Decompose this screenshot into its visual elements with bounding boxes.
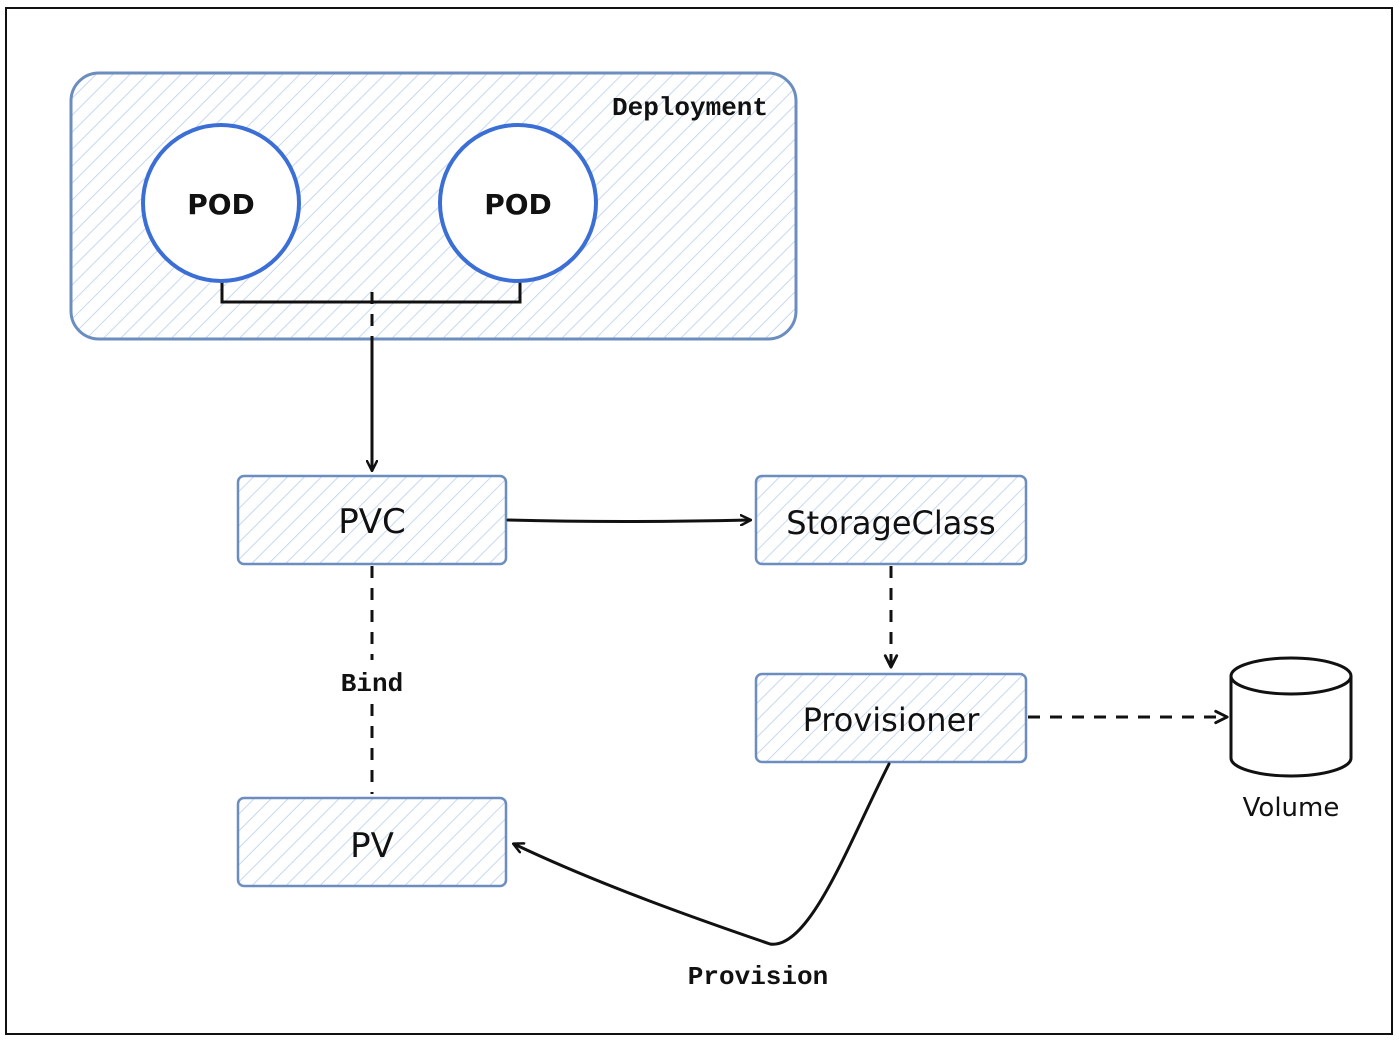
pod-node-1: POD <box>141 123 301 283</box>
volume-label: Volume <box>1243 793 1340 823</box>
pv-box <box>236 796 508 888</box>
diagram-frame <box>5 7 1393 1035</box>
bind-label: Bind <box>341 669 403 699</box>
volume-cylinder-top <box>1229 656 1353 696</box>
deployment-label: Deployment <box>612 93 768 123</box>
volume-node: Volume <box>1229 656 1353 823</box>
pvc-node: PVC <box>236 474 508 566</box>
pod-node-2: POD <box>438 123 598 283</box>
storageclass-box <box>754 474 1028 566</box>
pvc-box <box>236 474 508 566</box>
pv-label: PV <box>350 826 394 866</box>
pod-circle-1 <box>141 123 301 283</box>
deployment-group: Deployment POD POD <box>69 71 798 341</box>
edge-provisioner-pv <box>514 762 891 946</box>
provisioner-node: Provisioner <box>754 672 1028 764</box>
pv-node: PV <box>236 796 508 888</box>
database-icon <box>1229 656 1353 778</box>
pvc-label: PVC <box>338 502 406 542</box>
storageclass-node: StorageClass <box>754 474 1028 566</box>
provisioner-label: Provisioner <box>803 701 981 739</box>
pod-label-1: POD <box>187 188 255 221</box>
provision-label: Provision <box>688 962 828 992</box>
volume-cylinder-body <box>1229 676 1353 778</box>
pod-circle-2 <box>438 123 598 283</box>
storageclass-label: StorageClass <box>786 504 995 542</box>
provisioner-box <box>754 672 1028 764</box>
edge-pvc-storageclass <box>506 520 750 522</box>
pod-label-2: POD <box>484 188 552 221</box>
